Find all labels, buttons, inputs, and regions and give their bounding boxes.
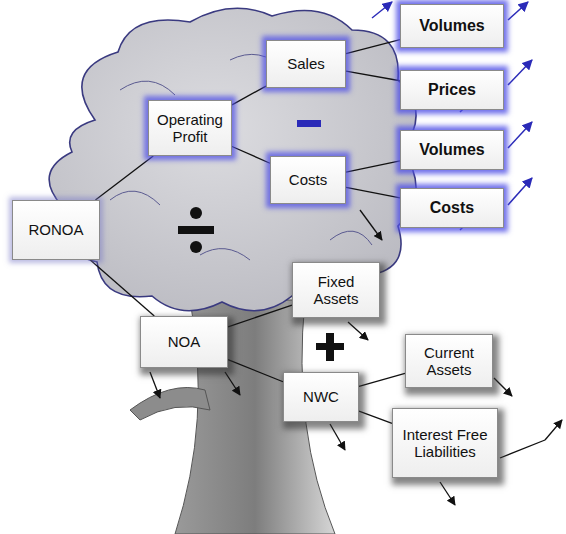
tree-box: Costs — [400, 188, 504, 228]
tree-box: RONOA — [12, 200, 100, 260]
minus-symbol — [297, 120, 321, 127]
branch-line — [359, 373, 405, 386]
growth-arrows — [372, 2, 532, 230]
tree-branch — [130, 388, 210, 421]
tree-box: Interest Free Liabilities — [392, 408, 498, 478]
box-label: Sales — [287, 55, 325, 72]
box-label: NOA — [168, 333, 201, 350]
divide-symbol — [178, 207, 214, 253]
branch-line — [232, 86, 266, 105]
tree-box: Volumes — [400, 130, 504, 170]
tree-box: NOA — [140, 316, 228, 368]
branch-line — [228, 305, 292, 327]
tree-box: Current Assets — [405, 334, 493, 388]
box-label: Interest Free Liabilities — [398, 426, 492, 461]
tree-box: Operating Profit — [148, 100, 232, 156]
branch-line — [228, 360, 283, 382]
box-label: Prices — [428, 81, 476, 99]
box-label: Volumes — [419, 141, 485, 159]
branch-line — [232, 147, 270, 164]
box-label: Costs — [430, 199, 474, 217]
plus-symbol — [316, 333, 344, 361]
box-label: Current Assets — [411, 344, 487, 379]
tree-box: NWC — [283, 372, 359, 422]
tree-box: Sales — [266, 40, 346, 88]
box-label: NWC — [303, 388, 339, 405]
branch-line — [95, 156, 153, 200]
box-label: Costs — [289, 171, 327, 188]
branch-line — [346, 71, 400, 81]
tree-box: Volumes — [400, 4, 504, 48]
branch-line — [359, 411, 392, 423]
box-label: Fixed Assets — [298, 273, 374, 308]
tree-box: Costs — [270, 156, 346, 204]
tree-box: Prices — [400, 70, 504, 110]
box-label: Volumes — [419, 17, 485, 35]
branch-line — [346, 161, 400, 172]
branch-line — [346, 187, 400, 198]
branch-line — [346, 40, 400, 54]
box-label: Operating Profit — [154, 111, 226, 146]
tree-box: Fixed Assets — [292, 262, 380, 318]
box-label: RONOA — [28, 221, 83, 238]
branch-line — [90, 260, 154, 316]
